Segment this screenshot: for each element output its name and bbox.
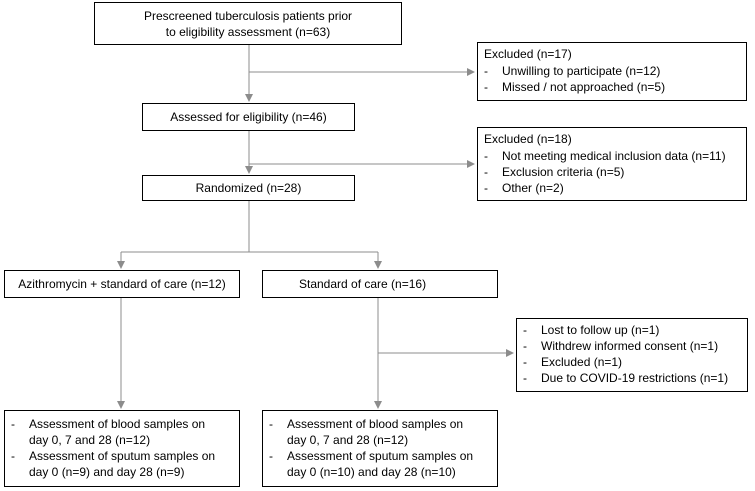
lost-to-follow-up-box: - Lost to follow up (n=1) - Withdrew inf…	[516, 318, 748, 392]
list-item: - Withdrew informed consent (n=1)	[523, 339, 719, 353]
excluded-1-heading: Excluded (n=17)	[484, 47, 572, 61]
list-item: - Due to COVID-19 restrictions (n=1)	[523, 371, 729, 385]
list-item: - Other (n=2)	[484, 181, 564, 195]
list-item: - Assessment of blood samples on day 0, …	[269, 417, 464, 447]
list-item: - Unwilling to participate (n=12)	[484, 64, 661, 78]
standard-of-care-arm-box: Standard of care (n=16)	[262, 270, 498, 298]
assessed-box: Assessed for eligibility (n=46)	[142, 103, 355, 131]
list-item: - Assessment of blood samples on day 0, …	[11, 417, 206, 447]
excluded-box-1: Excluded (n=17) - Unwilling to participa…	[477, 42, 747, 101]
standard-of-care-arm-label: Standard of care (n=16)	[299, 277, 427, 291]
azithromycin-arm-box: Azithromycin + standard of care (n=12)	[4, 270, 240, 298]
standard-of-care-assessment-box: - Assessment of blood samples on day 0, …	[262, 410, 498, 487]
azithromycin-assessment-box: - Assessment of blood samples on day 0, …	[4, 410, 240, 487]
list-item: - Lost to follow up (n=1)	[523, 323, 660, 337]
randomized-label: Randomized (n=28)	[195, 181, 302, 195]
list-item: - Missed / not approached (n=5)	[484, 80, 666, 94]
excluded-2-heading: Excluded (n=18)	[484, 132, 572, 146]
excluded-box-2: Excluded (n=18) - Not meeting medical in…	[477, 127, 747, 201]
azithromycin-arm-label: Azithromycin + standard of care (n=12)	[18, 277, 226, 291]
assessed-label: Assessed for eligibility (n=46)	[170, 110, 327, 124]
list-item: - Not meeting medical inclusion data (n=…	[484, 149, 726, 163]
prescreened-line-1: Prescreened tuberculosis patients prior	[143, 8, 353, 23]
prescreened-line-2: to eligibility assessment (n=63)	[165, 24, 331, 39]
list-item: - Assessment of sputum samples on day 0 …	[269, 449, 474, 479]
list-item: - Exclusion criteria (n=5)	[484, 165, 625, 179]
list-item: - Assessment of sputum samples on day 0 …	[11, 449, 216, 479]
prescreened-box: Prescreened tuberculosis patients prior …	[94, 2, 402, 45]
randomized-box: Randomized (n=28)	[142, 175, 355, 201]
list-item: - Excluded (n=1)	[523, 355, 623, 369]
